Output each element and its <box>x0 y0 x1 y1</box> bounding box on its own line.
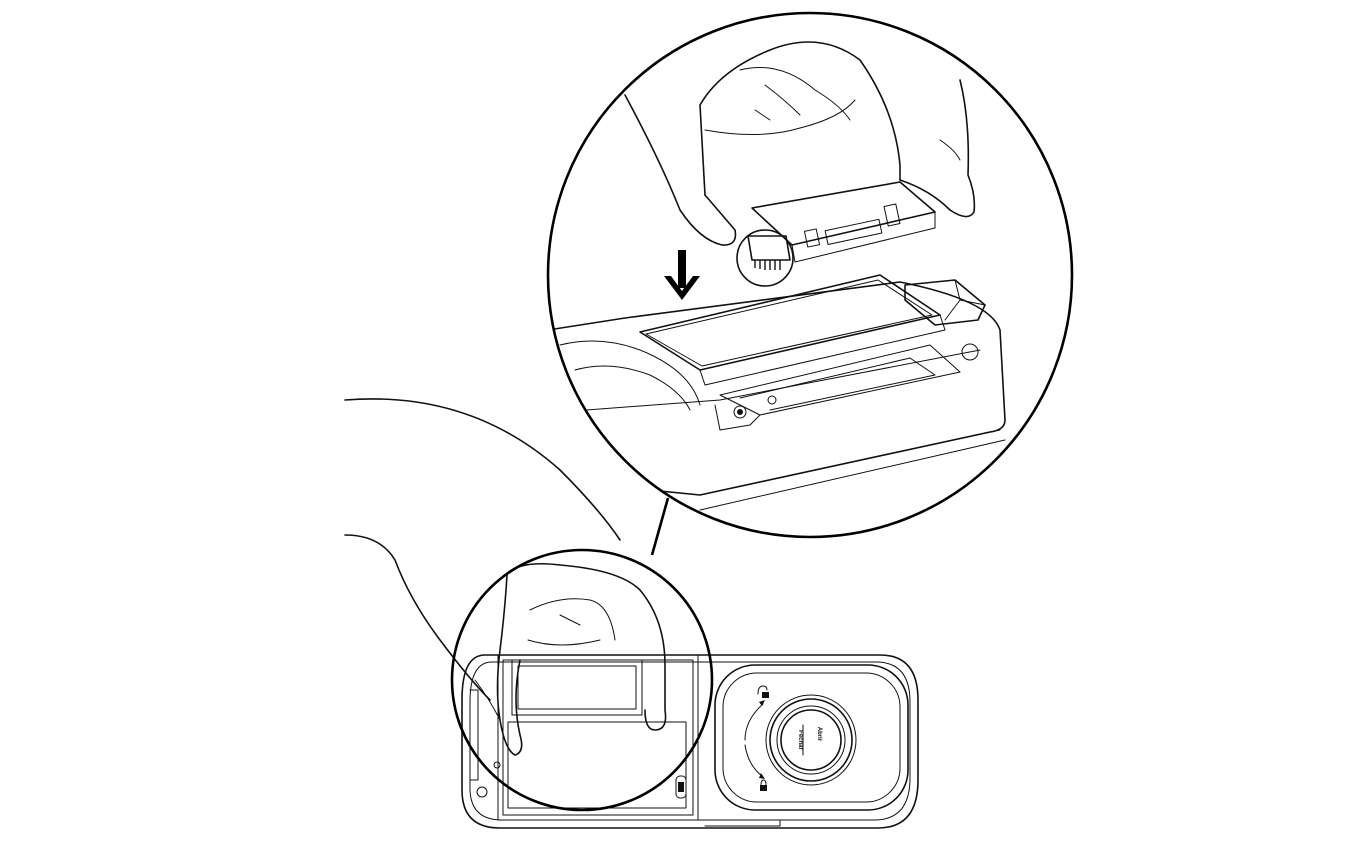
knob-label-open: Abrir <box>816 727 822 742</box>
knob-outer-ring <box>765 694 857 786</box>
connector-detail-circle <box>736 229 794 287</box>
hand-lower <box>344 398 667 756</box>
knob-panel: Abrir Fechar <box>714 664 909 811</box>
magnifier-connector <box>650 497 670 556</box>
insert-direction-arrow-icon <box>664 250 700 300</box>
magnifier-large-circle <box>546 11 1074 539</box>
knob-center <box>780 709 842 771</box>
knob-label-close: Fechar <box>797 730 803 750</box>
lock-icon <box>760 779 767 791</box>
unlock-icon <box>757 685 769 698</box>
zoom-detail <box>546 11 1074 539</box>
magnifier-small-circle <box>450 548 714 812</box>
lock-body <box>461 654 919 829</box>
